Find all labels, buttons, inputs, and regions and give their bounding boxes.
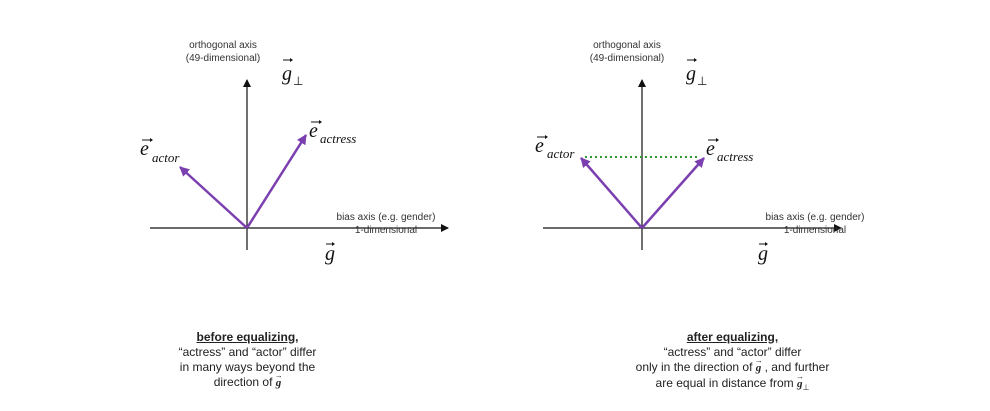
g-inline-symbol: g: [276, 377, 282, 389]
g-perp-subscript: ⊥: [293, 74, 303, 88]
g-letter: g: [325, 243, 335, 265]
diagram-before: orthogonal axis (49-dimensional) g ⊥ bia…: [140, 40, 449, 265]
e-actress-subscript: actress: [320, 131, 356, 146]
caption-line-2: only in the direction of g , and further: [485, 360, 980, 376]
diagram-after: orthogonal axis (49-dimensional) g ⊥ bia…: [535, 40, 865, 265]
e-actress-subscript: actress: [717, 149, 753, 164]
caption-line-2: in many ways beyond the: [179, 360, 316, 374]
g-symbol: g: [758, 242, 768, 265]
g-inline-symbol: g: [756, 362, 762, 374]
caption-line-1: “actress” and “actor” differ: [663, 345, 802, 359]
e-actress-label: e actress: [706, 138, 753, 164]
caption-line-3-text: direction of: [213, 375, 273, 389]
g-perp-inline-letter: g: [796, 378, 803, 390]
panel-after-equalizing: orthogonal axis (49-dimensional) g ⊥ bia…: [495, 0, 990, 411]
caption-line-3-text: are equal in distance from: [655, 376, 794, 390]
e-actress-vector: [245, 134, 308, 229]
e-actor-vector: [580, 157, 643, 229]
g-perp-subscript: ⊥: [697, 74, 707, 88]
caption-heading: after equalizing,: [686, 330, 779, 344]
caption-before: before equalizing, “actress” and “actor”…: [0, 330, 495, 391]
orthogonal-axis-label-line2: (49-dimensional): [186, 53, 260, 64]
g-perp-symbol: g ⊥: [282, 58, 303, 88]
e-actor-label: e actor: [140, 138, 180, 165]
e-actress-label: e actress: [309, 120, 356, 146]
caption-heading: before equalizing,: [196, 330, 299, 344]
g-perp-letter: g: [282, 63, 292, 85]
caption-line-2-text: only in the direction of: [635, 360, 753, 374]
caption-line-3: are equal in distance from g⊥: [485, 376, 980, 395]
caption-line-1: “actress” and “actor” differ: [178, 345, 317, 359]
e-actress-vector: [641, 157, 705, 229]
caption-line-2-tail: , and further: [764, 360, 830, 374]
panel-before-equalizing: orthogonal axis (49-dimensional) g ⊥ bia…: [0, 0, 495, 411]
g-perp-inline-symbol: g⊥: [796, 378, 810, 393]
caption-after: after equalizing, “actress” and “actor” …: [485, 330, 980, 395]
bias-axis-label-line2: 1-dimensional: [355, 225, 417, 236]
e-actor-letter: e: [140, 138, 149, 160]
bias-axis-label-line1: bias axis (e.g. gender): [766, 212, 865, 223]
e-actor-subscript: actor: [547, 146, 575, 161]
e-actress-letter: e: [309, 120, 318, 142]
orthogonal-axis-label-line1: orthogonal axis: [593, 40, 661, 51]
e-actress-letter: e: [706, 138, 715, 160]
bias-axis-label-line1: bias axis (e.g. gender): [337, 212, 436, 223]
g-letter: g: [758, 243, 768, 265]
bias-axis-label-line2: 1-dimensional: [784, 225, 846, 236]
orthogonal-axis-label-line2: (49-dimensional): [590, 53, 664, 64]
g-perp-symbol: g ⊥: [686, 58, 707, 88]
e-actor-label: e actor: [535, 135, 575, 161]
orthogonal-axis-label-line1: orthogonal axis: [189, 40, 257, 51]
e-actor-letter: e: [535, 135, 544, 157]
g-symbol: g: [325, 242, 335, 265]
e-actor-vector: [179, 166, 248, 229]
e-actor-subscript: actor: [152, 150, 180, 165]
g-perp-letter: g: [686, 63, 696, 85]
caption-line-3: direction of g: [0, 375, 495, 391]
g-perp-inline-subscript: ⊥: [802, 383, 810, 393]
